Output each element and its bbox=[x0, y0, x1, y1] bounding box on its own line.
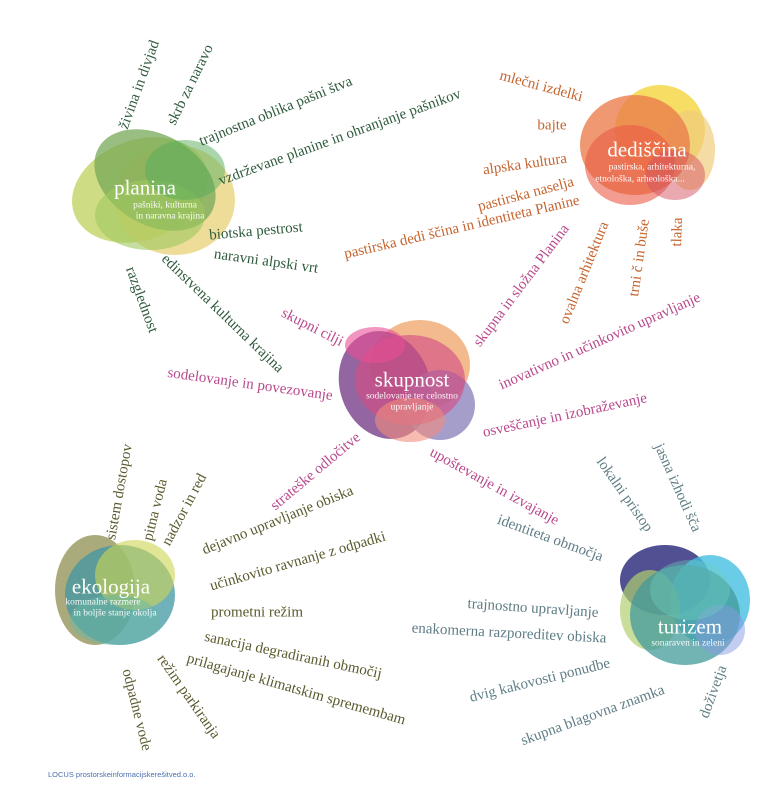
dediscina-label: bajte bbox=[537, 117, 567, 134]
ekologija-label: prometni režim bbox=[210, 604, 304, 621]
planina-blob bbox=[72, 129, 235, 255]
node-subtitle: sonaraven in zeleni bbox=[651, 638, 725, 649]
skupnost-blob bbox=[338, 320, 475, 442]
node-title-skupnost: skupnost bbox=[374, 367, 450, 392]
turizem-blob bbox=[620, 545, 750, 665]
node-subtitle: pašniki, kulturna bbox=[133, 200, 197, 211]
node-subtitle: upravljanje bbox=[390, 402, 434, 413]
node-subtitle: sodelovanje ter celostno bbox=[366, 391, 458, 402]
node-subtitle: in naravna krajina bbox=[135, 211, 205, 222]
node-subtitle: pastirska, arhitekturna, bbox=[608, 162, 696, 173]
node-title-dediscina: dediščina bbox=[607, 137, 687, 162]
node-title-turizem: turizem bbox=[657, 614, 723, 639]
node-subtitle: etnološka, arheološka... bbox=[595, 174, 685, 185]
node-title-ekologija: ekologija bbox=[71, 574, 151, 599]
dediscina-label: tlaka bbox=[668, 217, 687, 247]
node-subtitle: komunalne razmere bbox=[65, 597, 141, 608]
ekologija-blob bbox=[55, 535, 175, 645]
node-subtitle: in boljše stanje okolja bbox=[73, 608, 157, 619]
dediscina-blob bbox=[580, 85, 715, 205]
footer-credit: LOCUS prostorskeinformacijskerešitved.o.… bbox=[48, 770, 196, 779]
node-title-planina: planina bbox=[114, 175, 176, 200]
